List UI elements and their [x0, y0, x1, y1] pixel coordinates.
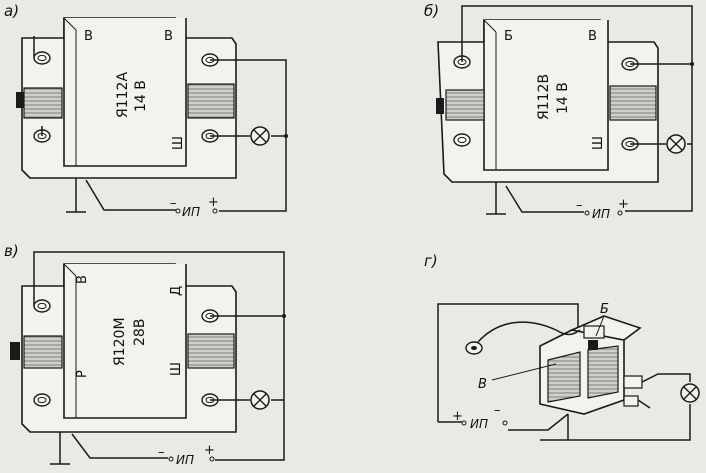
- supply-b-plus: +: [618, 197, 629, 212]
- panel-g-label: г): [424, 252, 438, 270]
- terminal-b-bottom: Ш: [591, 136, 606, 150]
- coil-b-right: [609, 85, 657, 121]
- voltage-b: 14 В: [555, 82, 571, 114]
- lamp-icon: [250, 390, 270, 410]
- panel-b-label: б): [424, 2, 439, 20]
- screw-icon: [453, 133, 471, 147]
- terminal-a-top-right: В: [164, 29, 173, 44]
- terminal-v-top: В: [75, 275, 90, 284]
- model-b: Я112В: [536, 74, 552, 120]
- mount-tab-a: [16, 92, 24, 108]
- supply-g-minus: –: [494, 403, 501, 418]
- terminal-g-b: Б: [600, 302, 609, 317]
- coil-a-right: [187, 83, 235, 119]
- panel-g: г) Б В + ИП –: [424, 252, 700, 441]
- panel-a: а) В В Ш Я112А 14 В –: [4, 2, 288, 219]
- screw-icon: [33, 51, 51, 65]
- lamp-icon: [666, 134, 686, 154]
- supply-b-minus: –: [576, 198, 583, 213]
- panel-b: б) Б В Ш Я112В 14 В – ИП +: [424, 2, 694, 221]
- model-v: Я120М: [112, 317, 128, 366]
- lamp-icon: [680, 383, 700, 403]
- mount-tab-b: [436, 98, 444, 114]
- terminal-a-bottom: Ш: [171, 136, 186, 150]
- regulator-a-body: [63, 18, 187, 167]
- coil-g-left: [547, 351, 581, 403]
- panel-v: в) В Д Р Ш Я120М 28В – ИП +: [4, 242, 286, 467]
- coil-v-right: [187, 333, 235, 369]
- coil-g-right: [587, 345, 619, 399]
- supply-v-plus: +: [204, 443, 215, 458]
- terminal-b-top-left: Б: [504, 29, 513, 44]
- terminal-b-top-right: В: [588, 29, 597, 44]
- terminal-v-right: Д: [169, 286, 184, 296]
- coil-v-left: [23, 335, 63, 369]
- voltage-a: 14 В: [133, 80, 149, 112]
- model-a: Я112А: [115, 72, 131, 118]
- supply-a: ИП: [182, 205, 200, 219]
- mount-tab-v: [10, 342, 20, 360]
- supply-b: ИП: [592, 207, 610, 221]
- terminal-v-bottom: Ш: [169, 362, 184, 376]
- screw-icon: [33, 393, 51, 407]
- supply-v: ИП: [176, 453, 194, 467]
- supply-v-minus: –: [158, 445, 165, 460]
- supply-a-minus: –: [170, 196, 177, 211]
- panel-v-label: в): [4, 242, 19, 260]
- terminal-g-v: В: [478, 377, 487, 392]
- supply-g-plus: +: [452, 409, 463, 424]
- supply-a-plus: +: [208, 195, 219, 210]
- coil-b-left: [445, 89, 485, 121]
- regulator-v-body: [63, 264, 187, 419]
- supply-g: ИП: [470, 417, 488, 431]
- voltage-v: 28В: [132, 319, 148, 346]
- screw-icon: [33, 299, 51, 313]
- regulator-g-top: [569, 315, 642, 341]
- terminal-a-top-left: В: [84, 29, 93, 44]
- terminal-v-left: Р: [75, 370, 90, 378]
- panel-a-label: а): [4, 2, 19, 20]
- lamp-icon: [250, 126, 270, 146]
- coil-a-left: [23, 87, 63, 119]
